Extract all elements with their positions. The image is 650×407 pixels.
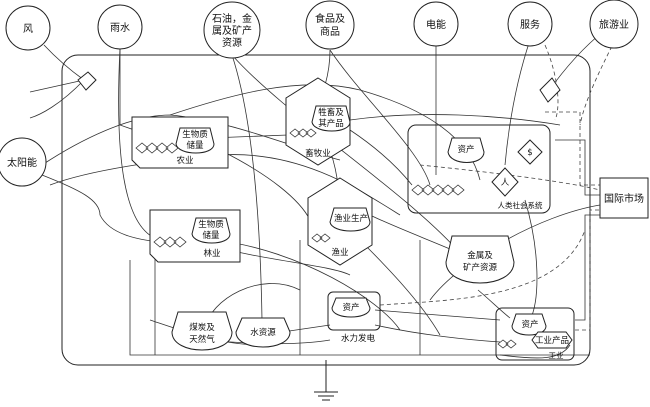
source-electricity: 电能 (413, 1, 459, 47)
hydro-label: 水力发电 (341, 333, 376, 344)
coal-label-2: 天然气 (189, 334, 215, 345)
source-solar: 太阳能 (0, 137, 47, 187)
hydropower-subsystem: 资产 水力发电 (327, 291, 381, 344)
coal-gas-reserve: 煤炭及 天然气 (171, 311, 233, 351)
livestock-storage-label-1: 牲畜及 (318, 107, 344, 118)
coal-label-1: 煤炭及 (189, 322, 215, 333)
metal-reserve: 金属及 矿产资源 (445, 235, 515, 284)
agriculture-subsystem: 生物质 储量 农业 (131, 116, 229, 169)
workgate-row-icon (497, 339, 517, 349)
water-label: 水资源 (250, 327, 276, 338)
source-rain: 雨水 (97, 4, 143, 50)
source-wind: 风 (5, 5, 51, 51)
agriculture-label: 农业 (176, 155, 193, 166)
agriculture-storage-label-2: 储量 (186, 140, 204, 151)
minerals-label-3: 资源 (222, 36, 242, 49)
human-society-subsystem: 资产 $ 人 人类社会系统 (407, 124, 551, 214)
source-minerals: 石油，金 属及矿产 资源 (203, 1, 261, 59)
society-assets-label: 资产 (457, 144, 474, 155)
fishery-subsystem: 渔业生产 渔业 (307, 177, 373, 266)
workgate-row-icon (311, 233, 331, 243)
livestock-storage-label-2: 其产品 (318, 118, 344, 129)
fishery-label: 渔业 (331, 247, 348, 258)
food-label-2: 商品 (320, 25, 340, 38)
solar-label: 太阳能 (7, 156, 37, 169)
wind-interaction-icon (77, 71, 97, 91)
industry-label: 工业 (549, 350, 564, 360)
human-society-label: 人类社会系统 (498, 200, 543, 210)
metal-reserve-label-1: 金属及 (467, 250, 493, 261)
person-label: 人 (501, 178, 510, 188)
fishery-storage-label: 渔业生产 (334, 213, 368, 224)
source-services: 服务 (507, 1, 553, 47)
forestry-subsystem: 生物质 储量 林业 (149, 209, 241, 263)
metal-reserve-label-2: 矿产资源 (463, 262, 498, 273)
forestry-storage-label-1: 生物质 (198, 219, 224, 230)
workgate-row-icon (289, 128, 317, 138)
electricity-label: 电能 (426, 18, 446, 31)
industry-subsystem: 资产 工业产品 工业 (495, 307, 575, 361)
industry-assets-label: 资产 (521, 319, 538, 330)
livestock-label: 畜牧业 (305, 148, 331, 159)
international-market: 国际市场 (599, 177, 649, 219)
market-label: 国际市场 (604, 192, 644, 205)
source-tourism: 旅游业 (589, 0, 639, 49)
agriculture-storage-label-1: 生物质 (182, 129, 208, 140)
money-label: $ (527, 148, 532, 158)
rain-label: 雨水 (110, 22, 130, 34)
food-label-1: 食品及 (315, 12, 345, 25)
water-reserve: 水资源 (235, 317, 291, 348)
industry-product-label: 工业产品 (535, 335, 569, 346)
person-hexagon (491, 167, 519, 197)
forestry-storage-label-2: 储量 (202, 230, 220, 241)
livestock-subsystem: 牲畜及 其产品 畜牧业 (285, 77, 351, 166)
workgate-row-icon (411, 184, 465, 196)
heat-sink-icon (314, 360, 338, 401)
service-interaction-icon (539, 77, 561, 103)
money-diamond (517, 139, 543, 165)
hydro-assets-label: 资产 (342, 302, 359, 313)
source-food: 食品及 商品 (305, 0, 355, 50)
wind-label: 风 (23, 23, 33, 35)
services-label: 服务 (520, 18, 540, 31)
minerals-label-2: 属及矿产 (212, 24, 252, 37)
minerals-label-1: 石油，金 (212, 12, 252, 25)
forestry-label: 林业 (203, 248, 220, 259)
tourism-label: 旅游业 (599, 18, 629, 31)
workgate-row-icon (153, 236, 187, 248)
workgate-row-icon (135, 142, 179, 154)
